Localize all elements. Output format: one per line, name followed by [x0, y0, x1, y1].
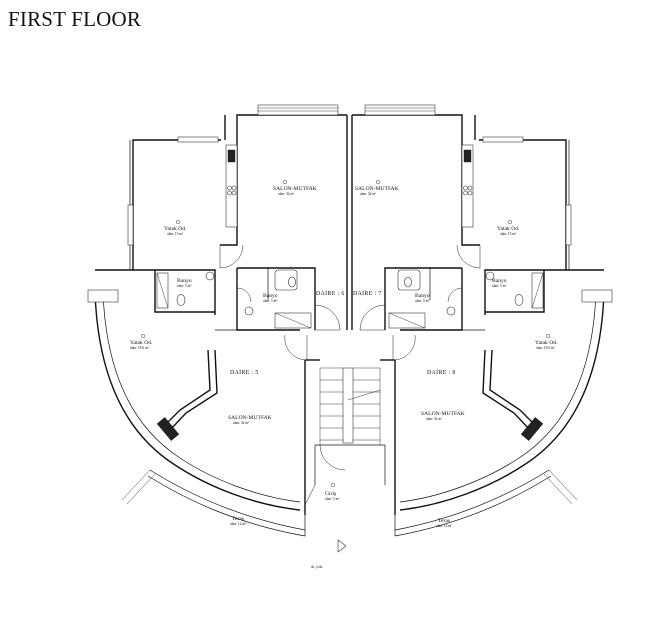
room-area-giris: alan: 5 m²	[325, 497, 339, 501]
kitchen-counters	[156, 144, 544, 441]
room-label-salon-mutfak-8: SALON-MUTFAK	[421, 411, 465, 417]
room-label-salon-mutfak-6: SALON-MUTFAK	[273, 186, 317, 192]
room-area-banyo-4: alan: 5 m²	[492, 284, 506, 288]
entrance-arrow-icon	[337, 539, 347, 553]
room-area-teras-e: alan: 12 m²	[436, 524, 452, 528]
room-area-salon-mutfak-6: alan: 32 m²	[278, 192, 294, 196]
room-label-yatak-w: Yatak Od.	[130, 340, 153, 346]
room-label-salon-mutfak-5: SALON-MUTFAK	[228, 415, 272, 421]
room-area-salon-mutfak-5: alan: 32 m²	[233, 421, 249, 425]
room-label-banyo-4: Banyo	[492, 278, 507, 284]
bath-fixtures	[156, 269, 544, 329]
unit-label-daire-6: DAİRE : 6	[316, 290, 345, 297]
room-area-yatak-e: alan: 18.6 m²	[536, 346, 555, 350]
unit-label-daire-8: DAİRE : 8	[427, 369, 456, 376]
room-area-yatak-ne: alan: 15 m²	[500, 232, 516, 236]
interior-walls	[133, 267, 566, 515]
room-label-yatak-e: Yatak Od.	[535, 340, 558, 346]
exterior-walls	[94, 114, 605, 537]
room-area-yatak-w: alan: 18.6 m²	[130, 346, 149, 350]
room-label-yatak-nw: Yatak Od.	[164, 226, 187, 232]
room-area-salon-mutfak-7: alan: 32 m²	[360, 192, 376, 196]
room-label-teras-w: Teras	[232, 516, 244, 522]
page-title: FIRST FLOOR	[8, 7, 142, 31]
stairs	[319, 367, 381, 445]
room-area-yatak-nw: alan: 15 m²	[167, 232, 183, 236]
room-area-salon-mutfak-8: alan: 32 m²	[426, 417, 442, 421]
room-area-banyo-3: alan: 5 m²	[415, 299, 429, 303]
unit-label-daire-5: DAİRE : 5	[230, 369, 259, 376]
room-labels: SALON-MUTFAK alan: 32 m² SALON-MUTFAK al…	[130, 186, 558, 569]
unit-label-daire-7: DAİRE : 7	[353, 290, 382, 297]
room-label-banyo-3: Banyo	[415, 293, 430, 299]
room-label-banyo-1: Banyo	[177, 278, 192, 284]
room-label-teras-e: Teras	[438, 518, 450, 524]
door-swings	[219, 244, 481, 506]
windows	[87, 104, 613, 303]
room-label-banyo-2: Banyo	[263, 293, 278, 299]
room-markers	[140, 179, 551, 488]
room-label-yatak-ne: Yatak Od.	[497, 226, 520, 232]
room-area-banyo-2: alan: 5 m²	[263, 299, 277, 303]
room-area-banyo-1: alan: 5 m²	[177, 284, 191, 288]
room-label-salon-mutfak-7: SALON-MUTFAK	[355, 186, 399, 192]
room-label-giris: Giriş	[325, 491, 336, 497]
room-area-teras-w: alan: 12 m²	[230, 522, 246, 526]
entrance-note: sk. yolu	[311, 565, 323, 569]
